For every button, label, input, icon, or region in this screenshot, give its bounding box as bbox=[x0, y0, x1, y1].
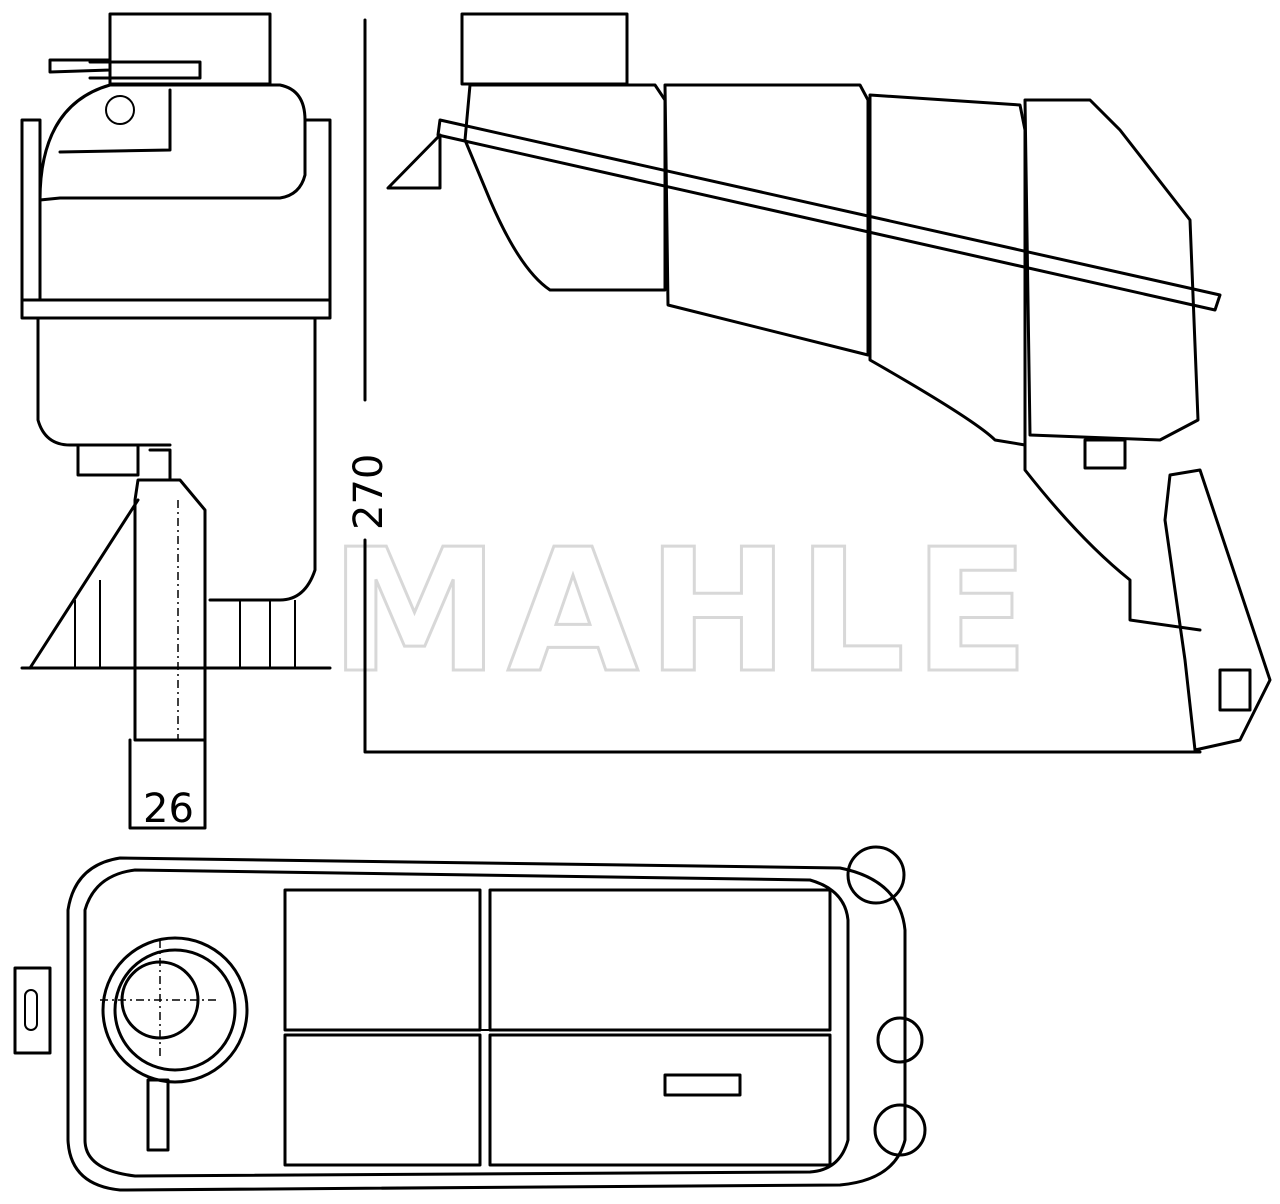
top-view bbox=[13, 845, 927, 1192]
outlet-diameter-label: 26 bbox=[143, 786, 194, 832]
height-dimension-label: 270 bbox=[346, 454, 392, 530]
side-view: 26 bbox=[20, 12, 332, 832]
mahle-watermark: MAHLE bbox=[329, 512, 1037, 713]
front-view: 270 bbox=[346, 12, 1272, 754]
svg-text:MAHLE: MAHLE bbox=[330, 513, 1037, 711]
